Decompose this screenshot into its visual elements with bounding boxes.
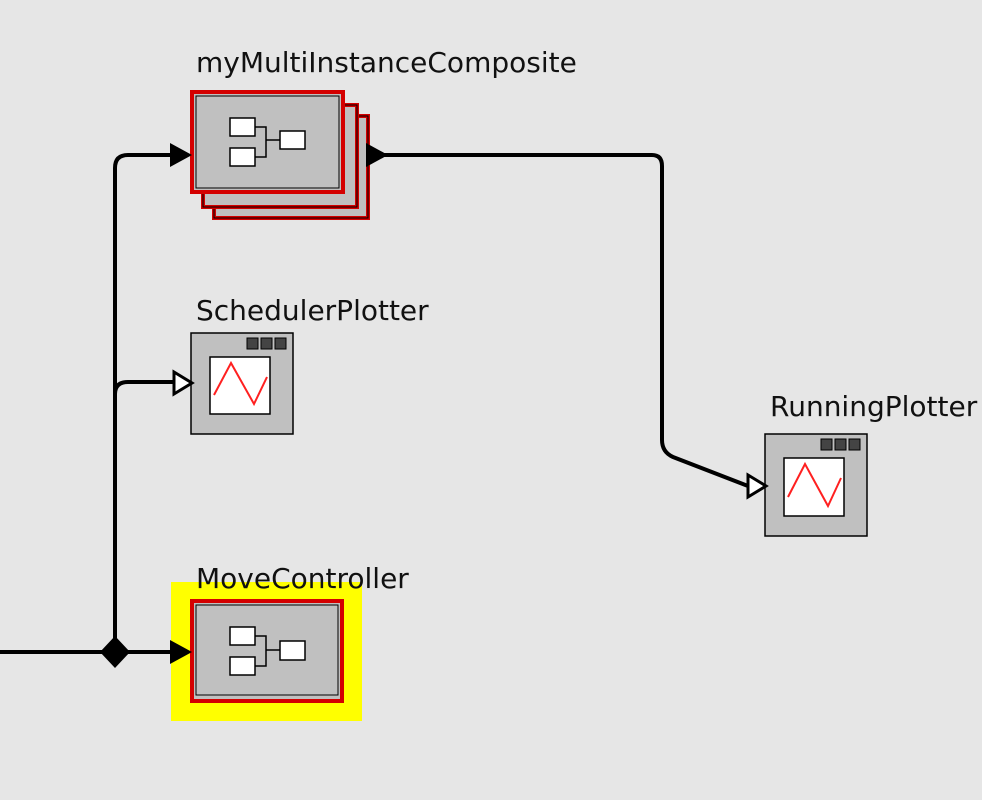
movecontroller-input-port[interactable]: [170, 640, 192, 664]
runningplotter-label: RunningPlotter: [770, 390, 978, 423]
composite-actor-icon: [229, 117, 306, 167]
relation-diamond[interactable]: [100, 636, 130, 668]
composite-label: myMultiInstanceComposite: [196, 46, 577, 79]
movecontroller-label: MoveController: [196, 562, 409, 595]
actor-runningplotter[interactable]: [746, 433, 868, 537]
actor-movecontroller[interactable]: [170, 582, 362, 721]
actor-schedulerplotter[interactable]: [172, 332, 294, 435]
plotter-icon: [783, 457, 845, 517]
composite-output-port[interactable]: [366, 143, 388, 167]
plotter-icon: [209, 356, 271, 415]
runningplotter-input-port[interactable]: [746, 472, 769, 500]
wire-composite-to-runningplotter[interactable]: [380, 153, 749, 488]
schedulerplotter-input-port[interactable]: [172, 369, 195, 397]
actor-composite[interactable]: [170, 90, 388, 220]
schedulerplotter-label: SchedulerPlotter: [196, 294, 429, 327]
composite-input-port[interactable]: [170, 143, 192, 167]
wire-relation-to-composite[interactable]: [113, 153, 180, 652]
wire-relation-to-schedulerplotter[interactable]: [113, 380, 175, 400]
plotter-window-buttons: [246, 337, 287, 350]
plotter-window-buttons: [820, 438, 861, 451]
composite-actor-icon: [229, 626, 306, 676]
